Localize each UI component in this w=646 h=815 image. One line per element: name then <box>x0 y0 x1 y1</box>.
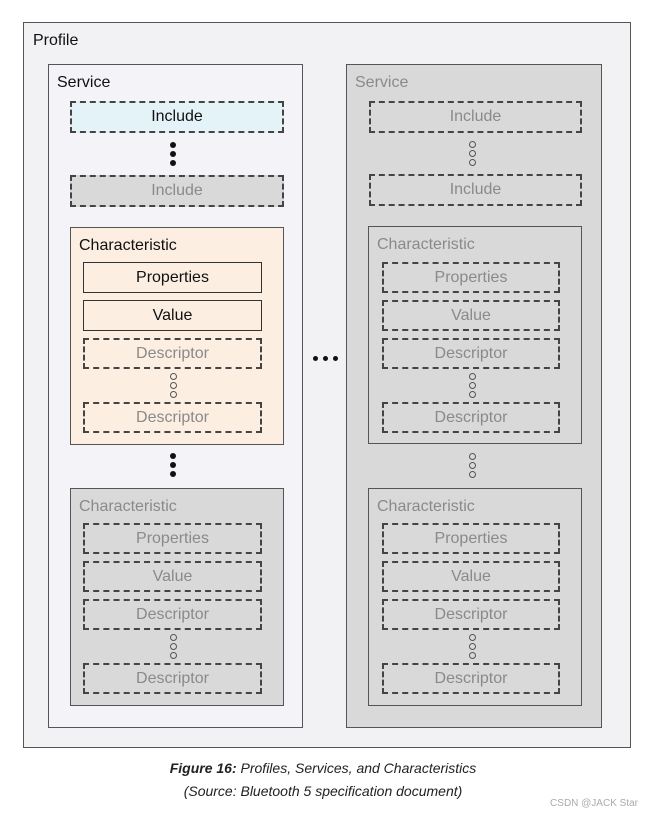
service-right-label: Service <box>355 74 409 91</box>
service-left-char2-properties: Properties <box>83 523 262 554</box>
figure-title: Profiles, Services, and Characteristics <box>236 760 477 776</box>
service-left-char1-descriptor-top: Descriptor <box>83 338 262 369</box>
service-left-char1-descriptor-bottom: Descriptor <box>83 402 262 433</box>
characteristic-label: Characteristic <box>79 237 177 254</box>
service-left-label: Service <box>57 74 111 91</box>
characteristic-label: Characteristic <box>377 498 475 515</box>
service-right-include-ellipsis <box>468 141 476 168</box>
service-left-characteristic-ellipsis <box>169 453 177 480</box>
watermark: CSDN @JACK Star <box>550 798 638 809</box>
service-left-include-top: Include <box>70 101 284 133</box>
service-right-characteristic-ellipsis <box>468 453 476 480</box>
service-left-char2-value: Value <box>83 561 262 592</box>
service-left-char1-properties: Properties <box>83 262 262 293</box>
service-right-include-top: Include <box>369 101 582 133</box>
characteristic-label: Characteristic <box>79 498 177 515</box>
service-right-char1-descriptor-bottom: Descriptor <box>382 402 560 433</box>
characteristic-label: Characteristic <box>377 236 475 253</box>
figure-source: (Source: Bluetooth 5 specification docum… <box>183 783 463 799</box>
service-right-char1-properties: Properties <box>382 262 560 293</box>
service-right-char2-descriptor-bottom: Descriptor <box>382 663 560 694</box>
service-left-char1-descriptor-ellipsis <box>169 373 177 400</box>
service-right-char2-properties: Properties <box>382 523 560 554</box>
service-left-char1-value: Value <box>83 300 262 331</box>
figure-caption: Figure 16: Profiles, Services, and Chara… <box>0 760 646 776</box>
service-left-char2-descriptor-bottom: Descriptor <box>83 663 262 694</box>
figure-number: Figure 16: <box>169 760 237 776</box>
service-right-include-bottom: Include <box>369 174 582 206</box>
service-left-include-ellipsis <box>169 142 177 169</box>
service-left-char2-descriptor-ellipsis <box>169 634 177 661</box>
service-right-char2-descriptor-top: Descriptor <box>382 599 560 630</box>
profile-label: Profile <box>33 32 79 49</box>
service-right-char1-descriptor-ellipsis <box>468 373 476 400</box>
service-right-char2-value: Value <box>382 561 560 592</box>
service-right-char1-value: Value <box>382 300 560 331</box>
service-right-char2-descriptor-ellipsis <box>468 634 476 661</box>
service-left-include-bottom: Include <box>70 175 284 207</box>
services-ellipsis <box>313 356 338 361</box>
service-right-char1-descriptor-top: Descriptor <box>382 338 560 369</box>
service-left-char2-descriptor-top: Descriptor <box>83 599 262 630</box>
